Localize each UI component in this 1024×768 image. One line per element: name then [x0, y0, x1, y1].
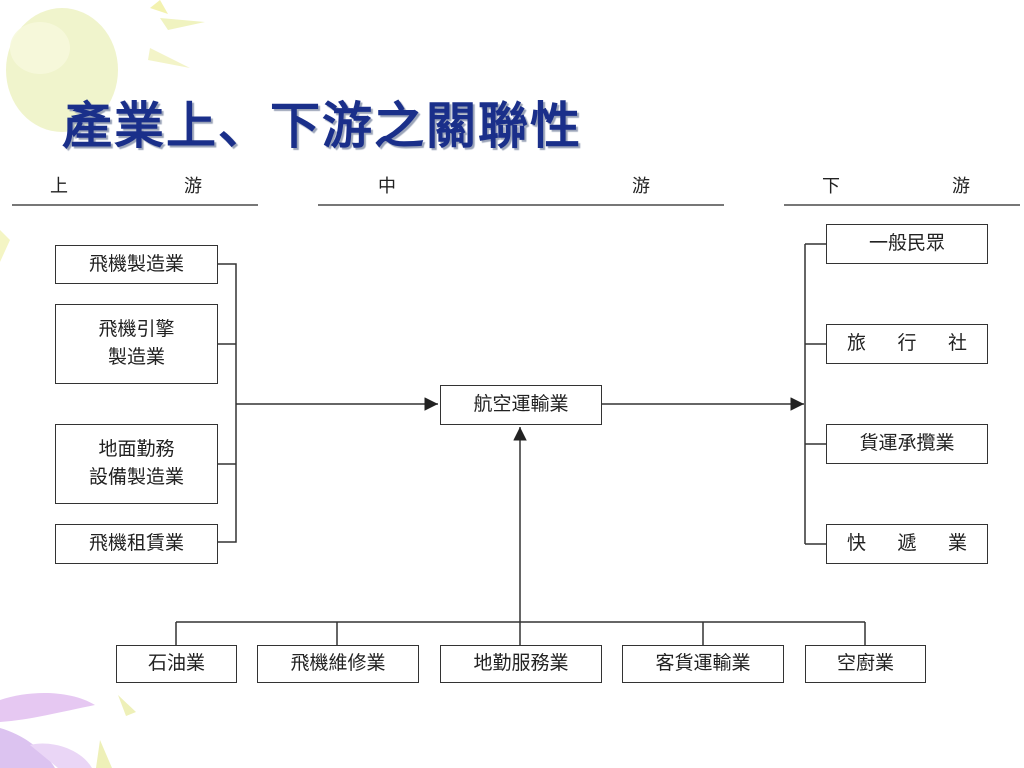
midstream-header-char-2: 游 [632, 176, 650, 197]
support-bracket [175, 621, 866, 645]
downstream-header-char-1: 下 [822, 176, 840, 197]
travel-agency-char-1: 旅 [847, 332, 867, 355]
support-box-ground-handling: 地勤服務業 [440, 645, 602, 683]
support-box-aircraft-maintenance: 飛機維修業 [257, 645, 419, 683]
sun-decoration [0, 0, 205, 262]
express-delivery-char-1: 快 [847, 532, 867, 555]
upstream-box-aircraft-engine-manufacturing: 飛機引擎 製造業 [55, 304, 218, 384]
midstream-header-char-1: 中 [378, 176, 396, 197]
upstream-header-char-1: 上 [50, 176, 68, 197]
downstream-box-general-public: 一般民眾 [826, 224, 988, 264]
express-delivery-char-3: 業 [947, 532, 967, 555]
midstream-header-rule [318, 204, 724, 206]
downstream-box-travel-agency: 旅 行 社 [826, 324, 988, 364]
support-box-petroleum: 石油業 [116, 645, 237, 683]
upstream-box-aircraft-manufacturing: 飛機製造業 [55, 245, 218, 284]
upstream-box-aircraft-leasing: 飛機租賃業 [55, 524, 218, 564]
upstream-bracket [218, 263, 237, 543]
upstream-box-ground-equipment-manufacturing: 地面勤務 設備製造業 [55, 424, 218, 504]
travel-agency-char-2: 行 [897, 332, 917, 355]
downstream-box-express-delivery: 快 遞 業 [826, 524, 988, 564]
travel-agency-char-3: 社 [947, 332, 967, 355]
support-box-catering: 空廚業 [805, 645, 926, 683]
center-box-air-transport: 航空運輸業 [440, 385, 602, 425]
upstream-header-rule [12, 204, 258, 206]
downstream-header-rule [784, 204, 1020, 206]
upstream-header-char-2: 游 [184, 176, 202, 197]
downstream-header-char-2: 游 [952, 176, 970, 197]
support-box-passenger-cargo-transport: 客貨運輸業 [622, 645, 784, 683]
downstream-box-freight-forwarding: 貨運承攬業 [826, 424, 988, 464]
downstream-bracket [804, 243, 826, 545]
flower-decoration [0, 693, 136, 768]
express-delivery-char-2: 遞 [897, 532, 917, 555]
slide-title: 產業上、下游之關聯性 [62, 96, 582, 155]
